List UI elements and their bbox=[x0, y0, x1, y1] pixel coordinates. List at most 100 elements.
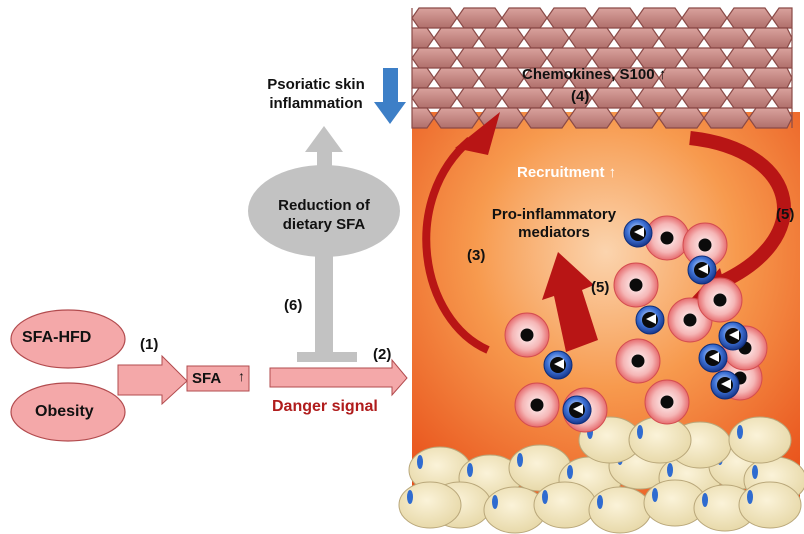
adipocyte-nucleus bbox=[492, 495, 498, 509]
inhibition-stem bbox=[315, 250, 333, 354]
inflammatory-cell-nucleus bbox=[629, 278, 643, 292]
lymphocyte-highlight bbox=[721, 379, 731, 389]
inhibition-bar bbox=[297, 352, 357, 362]
step-5-right-label: (5) bbox=[776, 206, 795, 223]
keratinocyte-cell bbox=[703, 107, 750, 129]
adipocyte-nucleus bbox=[597, 495, 603, 509]
adipocyte-nucleus bbox=[667, 463, 673, 477]
keratinocyte-cell bbox=[433, 107, 480, 129]
danger-signal-label: Danger signal bbox=[272, 398, 378, 415]
keratinocyte-cell bbox=[658, 107, 705, 129]
step-2-label: (2) bbox=[373, 346, 392, 363]
keratinocyte-cell bbox=[636, 87, 683, 109]
keratinocyte-cell bbox=[748, 67, 793, 89]
lymphocyte-highlight bbox=[729, 330, 739, 340]
keratinocyte-cell bbox=[411, 87, 458, 109]
keratinocyte-cell bbox=[591, 47, 638, 69]
lymphocyte-highlight bbox=[709, 352, 719, 362]
adipocyte-nucleus bbox=[567, 465, 573, 479]
keratinocyte-cell bbox=[411, 47, 458, 69]
keratinocyte-cell bbox=[411, 7, 458, 29]
adipocyte-nucleus bbox=[652, 488, 658, 502]
adipocyte-nucleus bbox=[467, 463, 473, 477]
step-6-label: (6) bbox=[284, 297, 303, 314]
keratinocyte-cell bbox=[726, 87, 773, 109]
keratinocyte-cell bbox=[748, 107, 793, 129]
sfa-hfd-node bbox=[10, 309, 126, 369]
inflammatory-cell-nucleus bbox=[698, 238, 712, 252]
lymphocyte-highlight bbox=[573, 404, 583, 414]
mediators-line1: Pro-inflammatory bbox=[491, 206, 617, 223]
keratinocyte-cell bbox=[546, 7, 593, 29]
straight-arrow-5 bbox=[542, 252, 598, 352]
blue-down-arrow bbox=[374, 68, 406, 124]
keratinocyte-cell bbox=[613, 27, 660, 49]
inflammatory-cell-nucleus bbox=[660, 231, 674, 245]
lymphocyte-highlight bbox=[554, 359, 564, 369]
obesity-label: Obesity bbox=[35, 403, 94, 420]
step-4-label: (4) bbox=[571, 88, 590, 105]
keratinocyte-cell bbox=[411, 27, 435, 49]
lymphocyte-highlight bbox=[698, 264, 708, 274]
keratinocyte-cell bbox=[478, 67, 525, 89]
reduction-line2: dietary SFA bbox=[282, 216, 366, 233]
keratinocyte-cell bbox=[456, 47, 503, 69]
keratinocyte-cell bbox=[478, 27, 525, 49]
keratinocyte-cell bbox=[681, 7, 728, 29]
adipocyte bbox=[728, 416, 792, 464]
reduction-node bbox=[248, 165, 400, 257]
adipocyte bbox=[398, 481, 462, 529]
sfa-hfd-label: SFA-HFD bbox=[22, 329, 92, 346]
keratinocyte-cell bbox=[411, 67, 435, 89]
adipocyte-nucleus bbox=[407, 490, 413, 504]
keratinocyte-cell bbox=[568, 27, 615, 49]
keratinocyte-cell bbox=[591, 7, 638, 29]
keratinocyte-cell bbox=[636, 7, 683, 29]
keratinocyte-cell bbox=[433, 67, 480, 89]
inflammatory-cell-nucleus bbox=[520, 328, 534, 342]
adipocyte bbox=[738, 481, 802, 529]
curved-arrow-3 bbox=[422, 136, 490, 354]
psoriasis-line1: Psoriatic skin bbox=[267, 76, 365, 93]
keratinocyte-cell bbox=[456, 7, 503, 29]
adipocyte-nucleus bbox=[747, 490, 753, 504]
keratinocyte-cell bbox=[726, 7, 773, 29]
keratinocyte-cell bbox=[771, 87, 793, 109]
keratinocyte-cell bbox=[748, 27, 793, 49]
adipocyte bbox=[628, 416, 692, 464]
adipocyte-nucleus bbox=[702, 493, 708, 507]
keratinocyte-cell bbox=[636, 47, 683, 69]
inflammatory-cell-nucleus bbox=[713, 293, 727, 307]
inflammatory-cell-nucleus bbox=[530, 398, 544, 412]
keratinocyte-cell bbox=[523, 27, 570, 49]
keratinocyte-layer bbox=[411, 7, 793, 129]
adipocyte-nucleus bbox=[752, 465, 758, 479]
psoriasis-line2: inflammation bbox=[269, 95, 363, 112]
arrow-2 bbox=[269, 358, 408, 397]
adipocyte-nucleus bbox=[737, 425, 743, 439]
keratinocyte-cell bbox=[771, 7, 793, 29]
adipocyte-nucleus bbox=[637, 425, 643, 439]
keratinocyte-cell bbox=[501, 87, 548, 109]
arrow-1 bbox=[117, 354, 188, 406]
sfa-up-arrow: ↑ bbox=[238, 368, 245, 384]
recruitment-label: Recruitment ↑ bbox=[517, 164, 617, 181]
immune-cells bbox=[504, 215, 768, 433]
adipocyte bbox=[533, 481, 597, 529]
adipocyte bbox=[588, 486, 652, 534]
adipocyte-nucleus bbox=[517, 453, 523, 467]
keratinocyte-cell bbox=[703, 67, 750, 89]
keratinocyte-cell bbox=[613, 107, 660, 129]
keratinocyte-cell bbox=[546, 47, 593, 69]
keratinocyte-cell bbox=[501, 7, 548, 29]
step-3-label: (3) bbox=[467, 247, 486, 264]
sfa-label: SFA bbox=[192, 370, 222, 387]
lymphocyte-highlight bbox=[646, 314, 656, 324]
keratinocyte-cell bbox=[433, 27, 480, 49]
inflammatory-cell-nucleus bbox=[683, 313, 697, 327]
keratinocyte-cell bbox=[681, 47, 728, 69]
keratinocyte-cell bbox=[523, 107, 570, 129]
keratinocyte-cell bbox=[726, 47, 773, 69]
adipocyte-nucleus bbox=[417, 455, 423, 469]
